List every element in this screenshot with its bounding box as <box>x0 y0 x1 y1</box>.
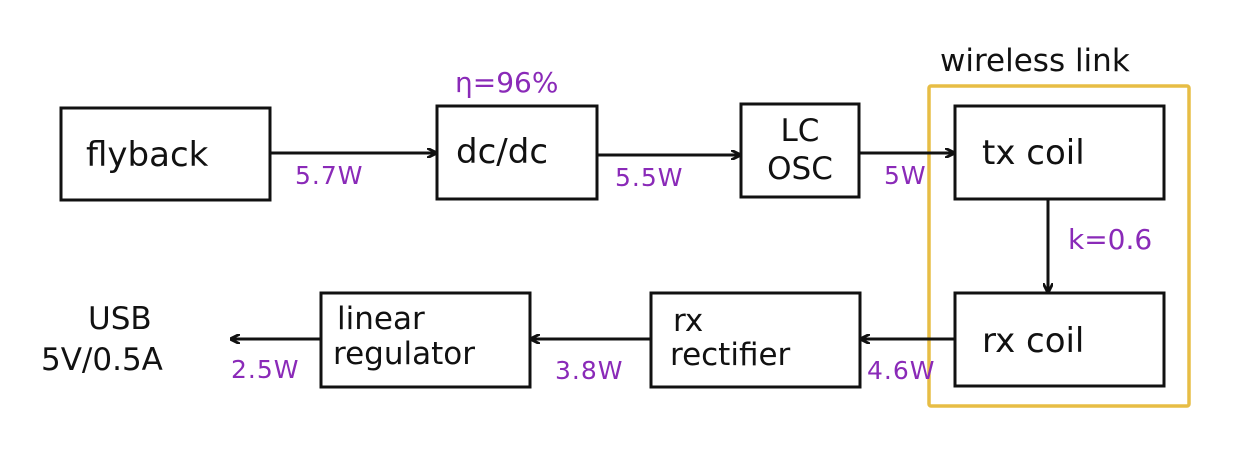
tx-coil-box <box>953 104 1166 201</box>
linear-regulator-block: linear regulator <box>319 291 532 389</box>
tx-coil-label: tx coil <box>982 133 1085 173</box>
rx-rectifier-label-line1: rx <box>673 303 703 339</box>
tx-coil-block: tx coil <box>953 104 1166 201</box>
lc-osc-label-line1: LC <box>781 113 820 149</box>
flyback-label: flyback <box>86 135 209 175</box>
rx-rectifier-block: rx rectifier <box>649 291 862 389</box>
coupling-annotation: k=0.6 <box>1068 223 1152 256</box>
power-label-regulator-usb: 2.5W <box>231 355 299 384</box>
rx-coil-label: rx coil <box>982 321 1084 361</box>
linear-regulator-label-line1: linear <box>337 301 425 337</box>
lc-osc-label-line2: OSC <box>767 151 833 187</box>
efficiency-annotation: η=96% <box>455 66 558 99</box>
dcdc-box <box>435 104 599 201</box>
lc-osc-box <box>739 102 861 199</box>
rx-rectifier-label-line2: rectifier <box>670 337 791 373</box>
linear-regulator-label-line2: regulator <box>333 336 475 372</box>
power-label-rx-rectifier: 4.6W <box>867 356 935 385</box>
wireless-link-label: wireless link <box>940 43 1130 79</box>
power-label-flyback-dcdc: 5.7W <box>295 161 363 190</box>
power-label-rectifier-regulator: 3.8W <box>555 356 623 385</box>
dcdc-block: dc/dc <box>435 104 599 201</box>
flyback-block: flyback <box>59 106 272 202</box>
rx-coil-block: rx coil <box>953 291 1166 388</box>
usb-label-line1: USB <box>88 301 152 337</box>
usb-label-line2: 5V/0.5A <box>41 342 163 378</box>
dcdc-label: dc/dc <box>456 132 548 172</box>
power-label-dcdc-lc: 5.5W <box>615 163 683 192</box>
wireless-link-group <box>927 84 1191 408</box>
lc-osc-block: LC OSC <box>739 102 861 199</box>
power-label-lc-tx: 5W <box>884 161 927 190</box>
